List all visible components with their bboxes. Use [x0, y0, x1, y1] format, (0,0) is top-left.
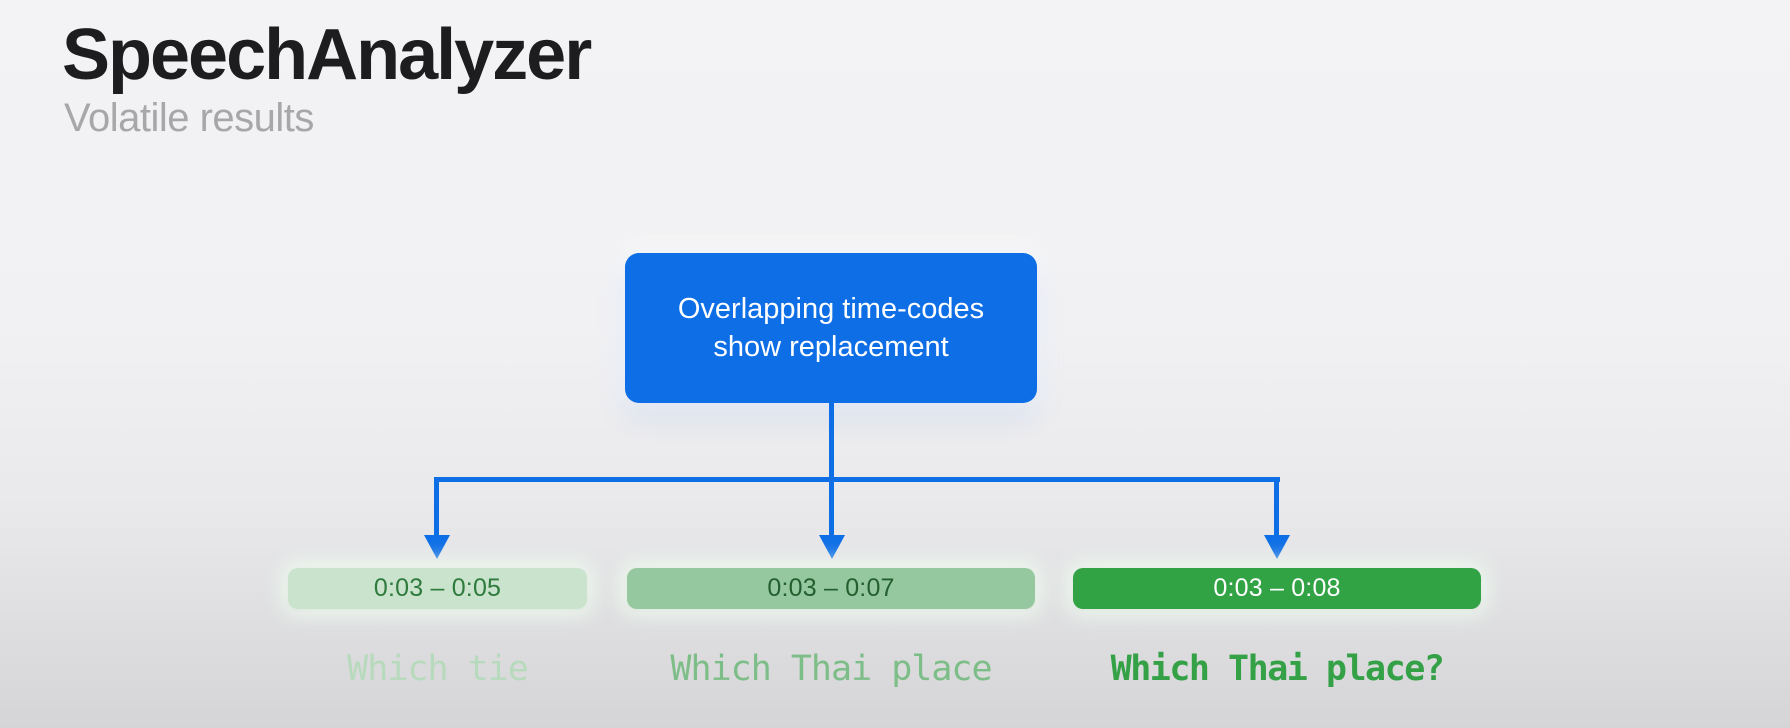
timecode-box-3: 0:03 – 0:08 — [1073, 568, 1481, 609]
timecode-box-2: 0:03 – 0:07 — [627, 568, 1035, 609]
callout-box: Overlapping time-codes show replacement — [625, 253, 1037, 403]
connector-drop-center — [829, 477, 834, 537]
transcript-text-3: Which Thai place? — [1110, 649, 1445, 689]
callout-line-2: show replacement — [713, 331, 949, 363]
transcript-text-2: Which Thai place — [670, 649, 992, 689]
timecode-label-2: 0:03 – 0:07 — [767, 574, 895, 602]
transcript-text-1: Which tie — [347, 649, 529, 689]
timecode-label-3: 0:03 – 0:08 — [1213, 574, 1341, 602]
arrowhead-center-icon — [819, 535, 845, 559]
timecode-label-1: 0:03 – 0:05 — [373, 574, 502, 602]
page-title: SpeechAnalyzer — [62, 15, 592, 95]
result-column-2: 0:03 – 0:07 Which Thai place — [627, 568, 1035, 689]
connector-drop-left — [434, 477, 439, 537]
timecode-box-1: 0:03 – 0:05 — [288, 568, 587, 609]
connector-horizontal-line — [434, 477, 1280, 482]
arrowhead-left-icon — [424, 535, 450, 559]
result-column-3: 0:03 – 0:08 Which Thai place? — [1073, 568, 1481, 689]
connector-drop-right — [1274, 477, 1279, 537]
result-column-1: 0:03 – 0:05 Which tie — [288, 568, 587, 689]
page-subtitle: Volatile results — [64, 96, 314, 140]
callout-line-1: Overlapping time-codes — [677, 293, 985, 325]
arrowhead-right-icon — [1264, 535, 1290, 559]
connector-stem — [829, 402, 834, 482]
